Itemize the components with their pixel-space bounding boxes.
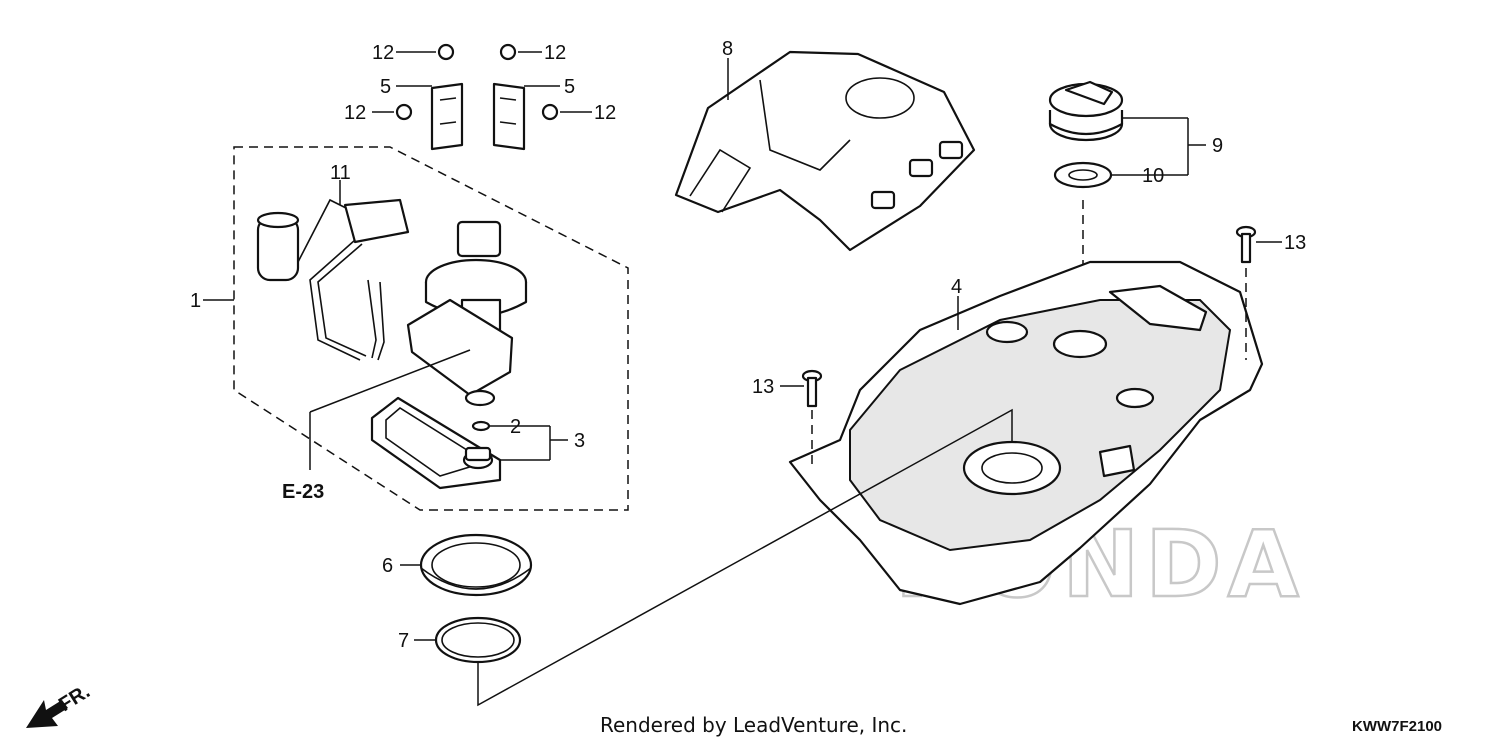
callout-11: 11 — [330, 162, 351, 184]
callout-13-right: 13 — [1284, 232, 1306, 254]
part-11-fuel-level-sensor[interactable] — [256, 198, 410, 361]
callout-5-left: 5 — [380, 76, 391, 98]
fuel-pump-body[interactable] — [406, 220, 528, 407]
callout-12-top-right: 12 — [544, 42, 566, 64]
reference-e-23[interactable]: E-23 — [282, 481, 324, 503]
bracket-2-3 — [490, 425, 568, 461]
callout-12-mid-right: 12 — [594, 102, 616, 124]
part-13-bolt-right[interactable] — [1235, 225, 1257, 264]
part-9-fuel-cap[interactable] — [1048, 80, 1124, 142]
part-5-left-bracket[interactable] — [430, 82, 464, 151]
callout-13-left: 13 — [752, 376, 774, 398]
figure-code: KWW7F2100 — [1352, 718, 1442, 735]
part-7-packing[interactable] — [434, 616, 522, 664]
callout-4: 4 — [951, 276, 962, 298]
callout-2: 2 — [510, 416, 521, 438]
part-13-bolt-left[interactable] — [801, 369, 823, 408]
front-direction-arrow-icon: FR. — [26, 681, 94, 728]
callout-7: 7 — [398, 630, 409, 652]
callout-5-right: 5 — [564, 76, 575, 98]
fuel-strainer[interactable] — [370, 396, 502, 490]
fuel-pump-group-outline — [203, 146, 629, 511]
callout-3: 3 — [574, 430, 585, 452]
part-2-o-ring[interactable] — [471, 420, 491, 432]
callout-6: 6 — [382, 555, 393, 577]
part-6-set-ring[interactable] — [419, 533, 533, 597]
part-5-right-bracket[interactable] — [492, 82, 526, 151]
callout-1: 1 — [190, 290, 201, 312]
part-4-fuel-tank[interactable] — [788, 260, 1264, 606]
callout-10: 10 — [1142, 165, 1164, 187]
callout-12-top-left: 12 — [372, 42, 394, 64]
leader-lines-5-12 — [372, 51, 592, 113]
part-8-tank-cover[interactable] — [674, 50, 976, 252]
part-12-nuts[interactable] — [395, 43, 559, 121]
callout-8: 8 — [722, 38, 733, 60]
part-3-pressure-regulator[interactable] — [462, 446, 494, 470]
callout-9: 9 — [1212, 135, 1223, 157]
callout-12-mid-left: 12 — [344, 102, 366, 124]
credit-text: Rendered by LeadVenture, Inc. — [600, 713, 907, 737]
part-10-cap-gasket[interactable] — [1053, 161, 1113, 189]
